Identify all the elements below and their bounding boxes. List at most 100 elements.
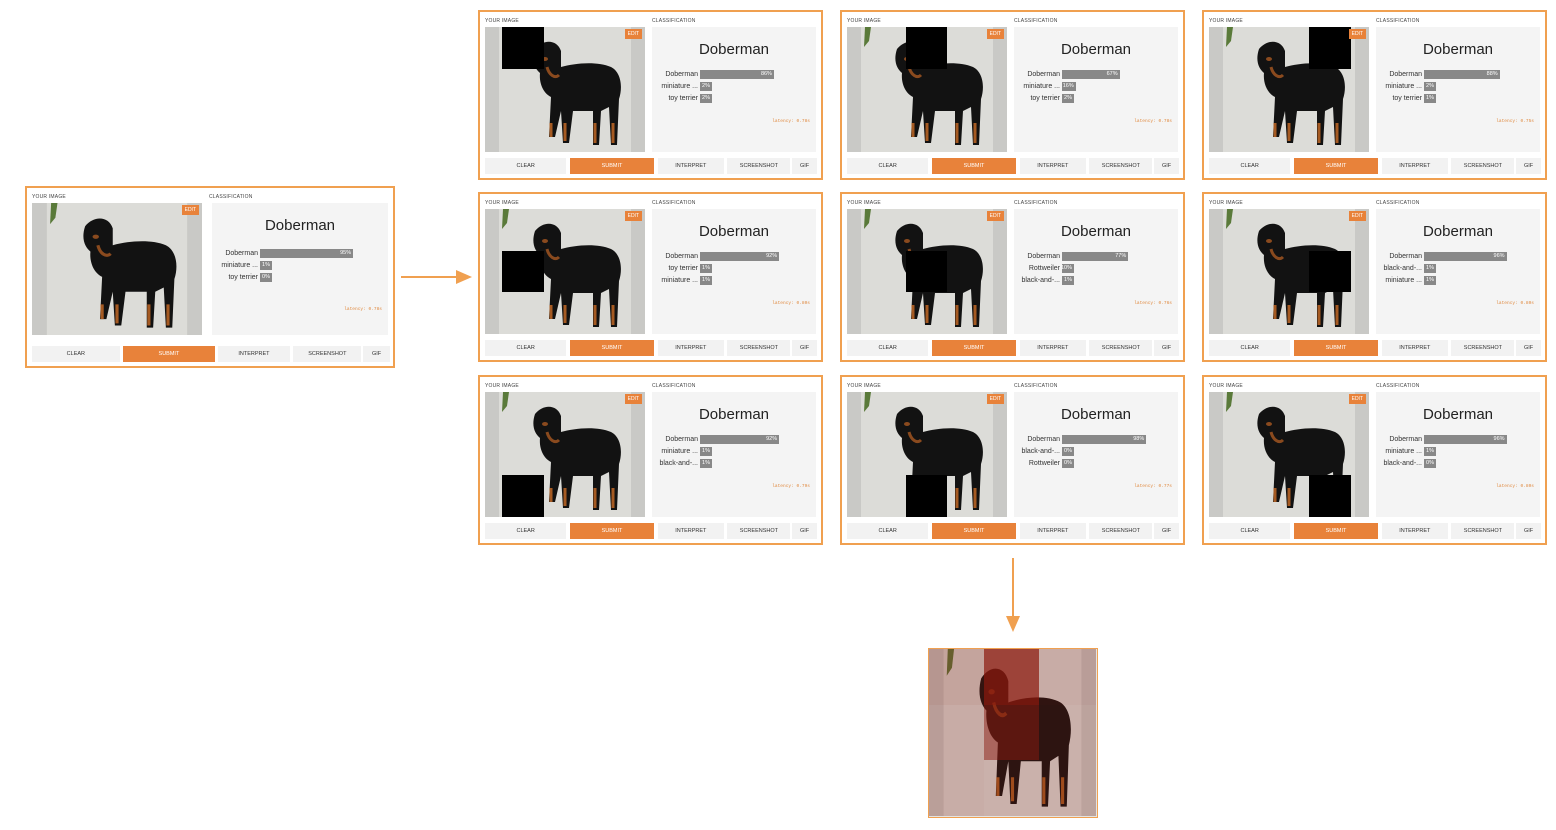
prediction-label: Rottweiler xyxy=(1028,265,1060,272)
gif-button[interactable]: GIF xyxy=(792,158,817,174)
interpret-button[interactable]: INTERPRET xyxy=(1381,523,1449,539)
confidence-bar: 2% xyxy=(1424,82,1436,91)
screenshot-button[interactable]: SCREENSHOT xyxy=(1089,523,1153,539)
clear-button[interactable]: CLEAR xyxy=(32,346,120,362)
edit-button[interactable]: EDIT xyxy=(624,394,642,404)
prediction-row: miniature ...1% xyxy=(1376,447,1540,456)
gif-button[interactable]: GIF xyxy=(363,346,390,362)
edit-button[interactable]: EDIT xyxy=(1348,211,1366,221)
heatmap-cell xyxy=(929,704,985,761)
edit-button[interactable]: EDIT xyxy=(624,211,642,221)
confidence-bar: 86% xyxy=(700,70,774,79)
confidence-bar: 2% xyxy=(700,94,712,103)
interpret-button[interactable]: INTERPRET xyxy=(657,523,725,539)
screenshot-button[interactable]: SCREENSHOT xyxy=(1089,340,1153,356)
submit-button[interactable]: SUBMIT xyxy=(569,523,655,539)
interpret-button[interactable]: INTERPRET xyxy=(218,346,290,362)
edit-button[interactable]: EDIT xyxy=(986,211,1004,221)
submit-button[interactable]: SUBMIT xyxy=(569,340,655,356)
interpret-button[interactable]: INTERPRET xyxy=(1381,158,1449,174)
screenshot-button[interactable]: SCREENSHOT xyxy=(1451,158,1515,174)
clear-button[interactable]: CLEAR xyxy=(1209,340,1291,356)
gif-button[interactable]: GIF xyxy=(792,523,817,539)
gif-button[interactable]: GIF xyxy=(792,340,817,356)
prediction-label: Doberman xyxy=(665,71,698,78)
gif-button[interactable]: GIF xyxy=(1516,523,1541,539)
interpret-button[interactable]: INTERPRET xyxy=(657,158,725,174)
interpret-button[interactable]: INTERPRET xyxy=(657,340,725,356)
your-image-label: YOUR IMAGE xyxy=(1209,383,1243,389)
submit-button[interactable]: SUBMIT xyxy=(569,158,655,174)
screenshot-button[interactable]: SCREENSHOT xyxy=(727,340,791,356)
clear-button[interactable]: CLEAR xyxy=(1209,158,1291,174)
interpret-button[interactable]: INTERPRET xyxy=(1381,340,1449,356)
confidence-bar: 98% xyxy=(1062,435,1147,444)
screenshot-button[interactable]: SCREENSHOT xyxy=(1451,523,1515,539)
latency-text: latency: 0.78s xyxy=(1134,119,1172,124)
edit-button[interactable]: EDIT xyxy=(986,394,1004,404)
interpret-button[interactable]: INTERPRET xyxy=(1019,523,1087,539)
your-image-label: YOUR IMAGE xyxy=(1209,18,1243,24)
clear-button[interactable]: CLEAR xyxy=(485,340,567,356)
screenshot-button[interactable]: SCREENSHOT xyxy=(1451,340,1515,356)
prediction-label: Doberman xyxy=(665,253,698,260)
prediction-label: Rottweiler xyxy=(1028,460,1060,467)
confidence-bar: 92% xyxy=(700,252,780,261)
gif-button[interactable]: GIF xyxy=(1154,523,1179,539)
prediction-row: black-and-...1% xyxy=(1014,276,1178,285)
edit-button[interactable]: EDIT xyxy=(986,29,1004,39)
confidence-bar: 0% xyxy=(1424,459,1436,468)
confidence-bar: 0% xyxy=(260,273,272,282)
screenshot-button[interactable]: SCREENSHOT xyxy=(293,346,362,362)
prediction-label: miniature ... xyxy=(1385,277,1422,284)
submit-button[interactable]: SUBMIT xyxy=(931,340,1017,356)
gif-button[interactable]: GIF xyxy=(1154,158,1179,174)
submit-button[interactable]: SUBMIT xyxy=(1293,523,1379,539)
clear-button[interactable]: CLEAR xyxy=(847,523,929,539)
confidence-bar: 1% xyxy=(1424,94,1436,103)
gif-button[interactable]: GIF xyxy=(1516,340,1541,356)
confidence-value: 1% xyxy=(1064,277,1072,283)
edit-button[interactable]: EDIT xyxy=(624,29,642,39)
edit-button[interactable]: EDIT xyxy=(181,205,199,215)
clear-button[interactable]: CLEAR xyxy=(1209,523,1291,539)
submit-button[interactable]: SUBMIT xyxy=(1293,158,1379,174)
gif-button[interactable]: GIF xyxy=(1516,158,1541,174)
screenshot-button[interactable]: SCREENSHOT xyxy=(1089,158,1153,174)
clear-button[interactable]: CLEAR xyxy=(485,158,567,174)
clear-button[interactable]: CLEAR xyxy=(847,340,929,356)
submit-button[interactable]: SUBMIT xyxy=(931,158,1017,174)
submit-button[interactable]: SUBMIT xyxy=(123,346,215,362)
occlusion-patch xyxy=(502,27,544,69)
confidence-value: 1% xyxy=(1426,265,1434,271)
edit-button[interactable]: EDIT xyxy=(1348,394,1366,404)
confidence-bar: 10% xyxy=(1061,264,1074,273)
clear-button[interactable]: CLEAR xyxy=(847,158,929,174)
confidence-value: 2% xyxy=(1064,95,1072,101)
classification-label: CLASSIFICATION xyxy=(209,194,253,200)
clear-button[interactable]: CLEAR xyxy=(485,523,567,539)
submit-button[interactable]: SUBMIT xyxy=(1293,340,1379,356)
screenshot-button[interactable]: SCREENSHOT xyxy=(727,158,791,174)
edit-button[interactable]: EDIT xyxy=(1348,29,1366,39)
screenshot-button[interactable]: SCREENSHOT xyxy=(727,523,791,539)
prediction-label: miniature ... xyxy=(661,448,698,455)
submit-button[interactable]: SUBMIT xyxy=(931,523,1017,539)
gif-button[interactable]: GIF xyxy=(1154,340,1179,356)
occlusion-patch xyxy=(1309,27,1351,69)
interpret-button[interactable]: INTERPRET xyxy=(1019,158,1087,174)
confidence-bar: 95% xyxy=(260,249,354,258)
interpret-button[interactable]: INTERPRET xyxy=(1019,340,1087,356)
confidence-bar: 2% xyxy=(1062,94,1074,103)
classification-label: CLASSIFICATION xyxy=(1014,18,1058,24)
